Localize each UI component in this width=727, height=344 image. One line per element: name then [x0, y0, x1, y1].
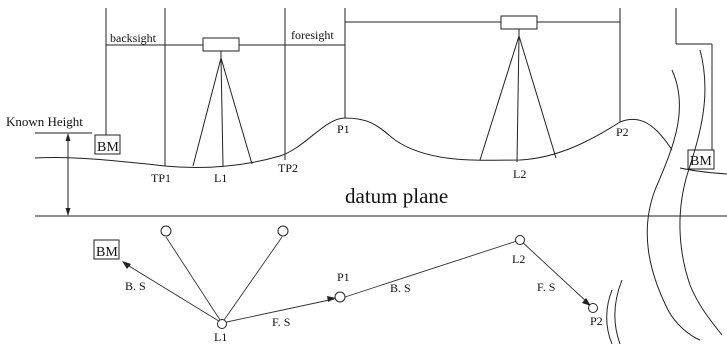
ray-l1-bm	[123, 262, 223, 324]
station-p2	[588, 303, 598, 313]
bm-box-left	[94, 134, 121, 155]
river-bank-right	[679, 49, 723, 336]
ground-profile	[34, 117, 673, 169]
p2-label: P2	[616, 125, 629, 139]
bm-box-right	[687, 149, 715, 170]
tripod-leg	[518, 35, 557, 159]
station-p1	[334, 291, 346, 303]
station-l1	[217, 319, 227, 329]
river-bank-plan-right	[614, 279, 623, 344]
ray-l2-p1	[344, 239, 521, 298]
ray-l1-point-a	[165, 236, 223, 324]
plan-fs-label-1: F. S	[272, 315, 290, 329]
arrow-down-icon	[65, 208, 71, 216]
plan-bs-label-1: B. S	[125, 279, 146, 293]
plan-bs-label-2: B. S	[390, 281, 411, 295]
river-bank-left	[646, 69, 701, 341]
tripod-leg	[220, 57, 253, 165]
arrow-icon	[327, 296, 336, 302]
tripod-leg	[479, 35, 520, 161]
tp2-label: TP2	[278, 161, 298, 175]
river-bank-plan-left	[606, 289, 613, 344]
tp1-label: TP1	[151, 171, 171, 185]
plan-l2-label: L2	[512, 252, 525, 266]
plan-p1-label: P1	[337, 270, 350, 284]
bm-label-right: BM	[690, 154, 712, 169]
arrow-icon	[582, 298, 591, 306]
datum-plane-label: datum plane	[345, 184, 448, 208]
profile-view	[34, 8, 727, 341]
ray-l1-point-b	[221, 236, 283, 324]
ground-profile-right	[679, 167, 727, 175]
plan-view	[93, 225, 623, 344]
plan-p2-label: P2	[590, 314, 603, 328]
arrow-icon	[122, 261, 131, 269]
station-point-a	[160, 225, 172, 237]
tripod-leg	[516, 35, 520, 163]
tripod-leg	[220, 57, 224, 167]
tripod-leg	[192, 57, 222, 167]
backsight-label: backsight	[110, 31, 157, 45]
station-point-b	[277, 225, 289, 237]
ray-l1-p1	[221, 298, 335, 324]
level-instrument-l1	[202, 37, 240, 52]
station-l2	[515, 235, 525, 245]
foresight-label: foresight	[291, 28, 334, 42]
l1-label: L1	[214, 171, 227, 185]
arrow-up-icon	[65, 133, 71, 141]
l2-label: L2	[513, 167, 526, 181]
bm-box-plan	[93, 239, 120, 260]
plan-l1-label: L1	[214, 330, 227, 344]
p1-label: P1	[337, 122, 350, 136]
bm-label-plan: BM	[96, 245, 118, 260]
plan-fs-label-2: F. S	[537, 280, 555, 294]
bm-label-left: BM	[97, 140, 119, 155]
ray-l2-p2	[519, 239, 589, 304]
known-height-label: Known Height	[6, 114, 83, 129]
level-instrument-l2	[500, 15, 538, 30]
